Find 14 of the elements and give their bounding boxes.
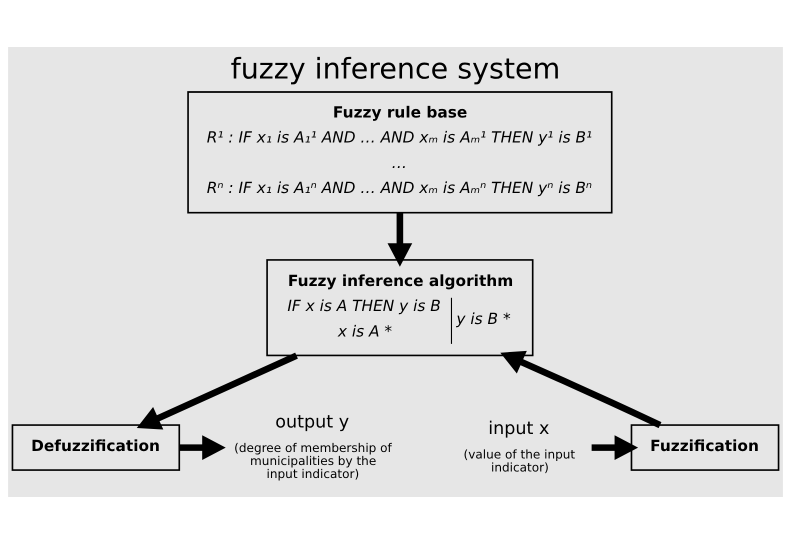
node-box: Fuzzy rule base R¹ : IF x₁ is A₁¹ AND … AND xₘ is Aₘ¹ THEN y¹ is B¹ … Rⁿ : IF x₁ is A₁ⁿ AND … AND xₘ is Aₘⁿ THEN yⁿ is Bⁿ: [187, 90, 613, 214]
node-text: input x: [488, 418, 550, 439]
arrow: [592, 434, 638, 460]
node-box: Fuzzy inference algorithm IF x is A THEN y is B y is B * x is A *: [266, 258, 534, 356]
node-box: Fuzzification: [630, 424, 780, 470]
arrow: [136, 352, 298, 430]
node-label: (degree of membership of municipalities by the input indicator): [234, 440, 392, 481]
node-box: Defuzzification: [12, 424, 180, 470]
arrow: [179, 434, 226, 460]
arrow: [500, 350, 662, 428]
node-text: output y: [275, 412, 350, 432]
arrow: [388, 212, 412, 266]
node-label: (value of the input indicator): [464, 446, 576, 474]
diagram-title: fuzzy inference system: [230, 52, 560, 86]
